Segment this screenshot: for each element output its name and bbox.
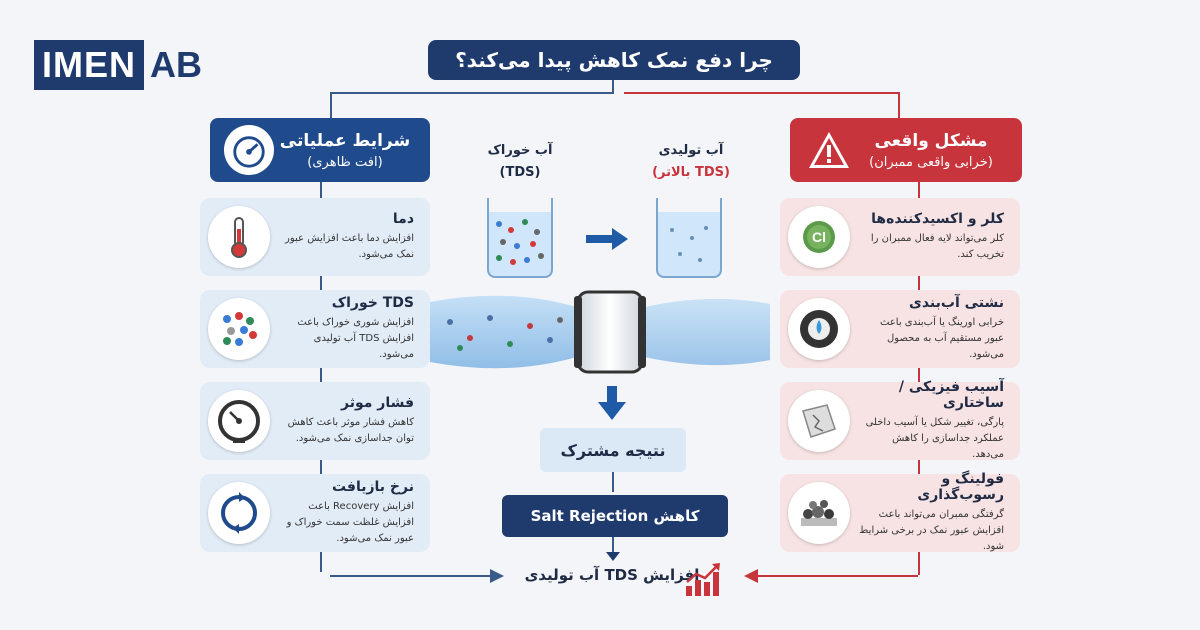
product-water-label: آب تولیدی (TDS بالاتر): [636, 140, 746, 184]
thermometer-icon: [208, 206, 270, 268]
connector-top-right: [624, 92, 899, 94]
seal-leak-icon: [788, 298, 850, 360]
rising-chart-icon: [686, 563, 720, 596]
product-water-sub: (TDS بالاتر): [652, 165, 730, 180]
card-text: کلر می‌تواند لایه فعال ممبران را تخریب ک…: [870, 233, 1004, 260]
card-effective-pressure: فشار موثر کاهش فشار موثر باعث کاهش توان …: [200, 382, 430, 460]
connector-top-left-drop: [330, 92, 332, 118]
warning-icon: [804, 125, 854, 175]
product-water-title: آب تولیدی: [658, 143, 724, 158]
connector-top-left: [330, 92, 612, 94]
diagram-title: چرا دفع نمک کاهش پیدا می‌کند؟: [428, 40, 800, 80]
common-result-box: نتیجه مشترک: [540, 428, 686, 472]
connector-right-bottom: [750, 575, 918, 577]
damaged-membrane-icon: [788, 390, 850, 452]
card-text: گرفتگی ممبران می‌تواند باعث افزایش عبور …: [859, 509, 1004, 552]
connector-common-to-reduce: [612, 472, 614, 492]
left-header-title: شرایط عملیاتی: [279, 130, 411, 151]
card-title: فولینگ و رسوب‌گذاری: [917, 471, 1004, 503]
salt-rejection-reduction-box: کاهش Salt Rejection: [502, 495, 728, 537]
right-header-title: مشکل واقعی: [874, 130, 988, 151]
feed-beaker: [487, 198, 553, 278]
right-header-subtitle: (خرابی واقعی ممبران): [869, 154, 993, 170]
recycle-arrows-icon: [208, 482, 270, 544]
connector-left-vertical: [320, 182, 322, 572]
connector-title-stem: [612, 80, 614, 94]
card-text: افزایش شوری خوراک باعث افزایش TDS آب تول…: [297, 317, 414, 360]
feed-water-title: آب خوراک: [487, 143, 553, 158]
card-title: فشار موثر: [340, 395, 414, 411]
card-seal-leak: نشتی آب‌بندی خرابی اورینگ یا آب‌بندی باع…: [780, 290, 1020, 368]
particles-icon: [208, 298, 270, 360]
card-title: نرخ بازیافت: [331, 479, 414, 495]
card-feed-tds: TDS خوراک افزایش شوری خوراک باعث افزایش …: [200, 290, 430, 368]
card-chlorine: Cl کلر و اکسیدکننده‌ها کلر می‌تواند لایه…: [780, 198, 1020, 276]
svg-text:Cl: Cl: [812, 229, 826, 245]
card-physical-damage: آسیب فیزیکی / ساختاری پارگی، تغییر شکل ی…: [780, 379, 1020, 460]
real-problem-header: مشکل واقعی (خرابی واقعی ممبران): [790, 118, 1022, 182]
final-result-text: افزایش TDS آب تولیدی: [524, 566, 700, 584]
card-text: خرابی اورینگ یا آب‌بندی باعث عبور مستقیم…: [879, 317, 1004, 360]
operating-conditions-header: شرایط عملیاتی (افت ظاهری): [210, 118, 430, 182]
card-temperature: دما افزایش دما باعث افزایش عبور نمک می‌ش…: [200, 198, 430, 276]
connector-reduce-to-result: [612, 537, 614, 555]
pressure-gauge-icon: [208, 390, 270, 452]
left-header-subtitle: (افت ظاهری): [307, 154, 383, 170]
card-text: افزایش Recovery باعث افزایش غلظت سمت خور…: [286, 501, 414, 544]
connector-top-right-drop: [898, 92, 900, 118]
connector-right-vertical: [918, 182, 920, 575]
card-text: افزایش دما باعث افزایش عبور نمک می‌شود.: [285, 233, 414, 260]
arrow-feed-to-product-icon: [586, 228, 628, 250]
arrow-right-to-result-icon: [744, 569, 758, 583]
fouling-icon: [788, 482, 850, 544]
feed-water-sub: (TDS): [499, 165, 541, 180]
arrow-down-to-common-icon: [598, 386, 626, 420]
card-text: کاهش فشار موثر باعث کاهش توان جداسازی نم…: [287, 417, 414, 444]
membrane-pipe: [430, 290, 770, 374]
logo-ab: AB: [150, 44, 202, 85]
brand-logo: IMEN AB: [34, 40, 208, 90]
arrow-left-to-result-icon: [490, 569, 504, 583]
gauge-icon: [224, 125, 274, 175]
card-fouling: فولینگ و رسوب‌گذاری گرفتگی ممبران می‌توا…: [780, 471, 1020, 552]
connector-left-bottom: [330, 575, 500, 577]
feed-water-label: آب خوراک (TDS): [470, 140, 570, 184]
card-recovery-rate: نرخ بازیافت افزایش Recovery باعث افزایش …: [200, 474, 430, 552]
chlorine-icon: Cl: [788, 206, 850, 268]
card-title: نشتی آب‌بندی: [908, 295, 1004, 311]
card-title: آسیب فیزیکی / ساختاری: [898, 379, 1004, 411]
card-title: دما: [392, 211, 414, 227]
arrow-down-to-result-icon: [606, 552, 620, 561]
card-title: TDS خوراک: [331, 295, 414, 311]
card-text: پارگی، تغییر شکل یا آسیب داخلی عملکرد جد…: [865, 417, 1004, 460]
product-beaker: [656, 198, 722, 278]
logo-imen: IMEN: [34, 40, 144, 90]
card-title: کلر و اکسیدکننده‌ها: [871, 211, 1004, 227]
